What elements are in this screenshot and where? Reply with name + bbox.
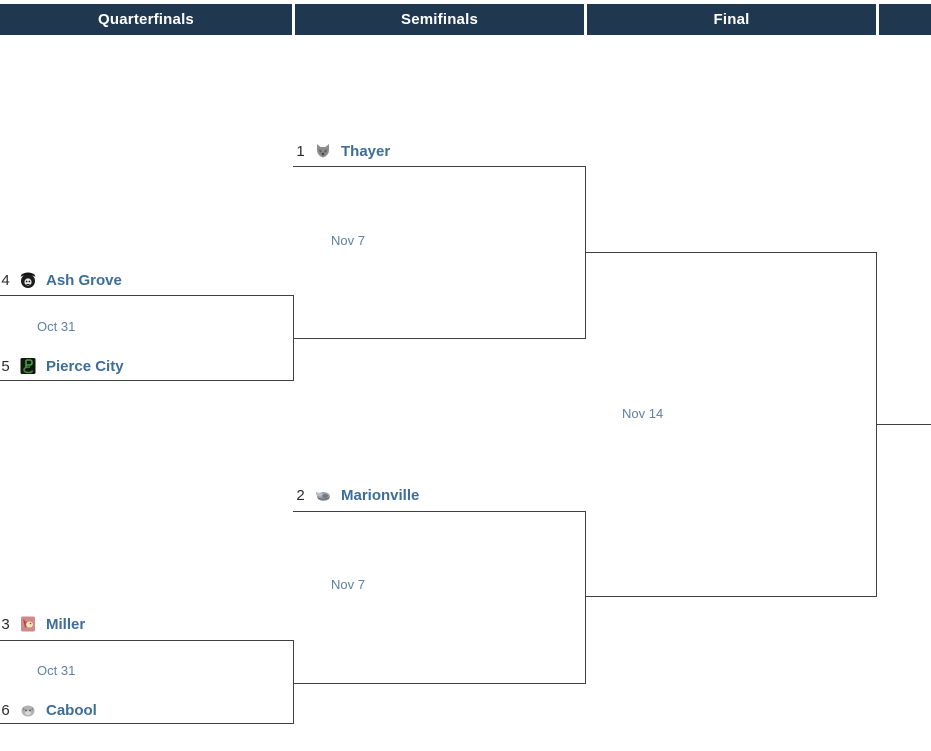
seed-number: 6: [1, 701, 10, 719]
final-winner-line: [876, 424, 931, 425]
qf2-game-date-link[interactable]: Oct 31: [37, 663, 76, 678]
sf1-game-date-link[interactable]: Nov 7: [331, 233, 365, 248]
qf2-right-line: [293, 640, 294, 724]
team-row-thayer[interactable]: 1 Thayer: [296, 141, 390, 161]
sf1-winner-connector: [585, 252, 877, 253]
team-row-cabool[interactable]: 6 Cabool: [1, 700, 97, 720]
round-header-quarterfinals: Quarterfinals: [0, 4, 292, 35]
seed-number: 4: [1, 271, 10, 289]
team-link-marionville[interactable]: Marionville: [341, 486, 420, 504]
team-link-miller[interactable]: Miller: [46, 615, 86, 633]
sf2-winner-connector: [585, 596, 877, 597]
qf1-top-line: [0, 295, 294, 296]
team-row-miller[interactable]: 3 Miller: [1, 614, 85, 634]
seed-number: 2: [296, 486, 305, 504]
team-row-ash-grove[interactable]: 4 Ash Grove: [1, 270, 122, 290]
team-link-pierce-city[interactable]: Pierce City: [46, 357, 124, 375]
sf1-top-line: [293, 166, 586, 167]
round-header-final: Final: [587, 4, 876, 35]
sf2-game-date-link[interactable]: Nov 7: [331, 577, 365, 592]
team-row-pierce-city[interactable]: 5 Pierce City: [1, 356, 124, 376]
team-row-marionville[interactable]: 2 Marionville: [296, 485, 419, 505]
seed-number: 3: [1, 615, 10, 633]
comet-silver-logo-icon: [314, 486, 332, 504]
cardinal-red-logo-icon: [19, 615, 37, 633]
green-emblem-logo-icon: [19, 357, 37, 375]
seed-number: 1: [296, 142, 305, 160]
sf2-bottom-line: [293, 683, 586, 684]
sf2-top-line: [293, 511, 586, 512]
qf2-bottom-line: [0, 723, 294, 724]
round-header-semifinals: Semifinals: [295, 4, 584, 35]
seed-number: 5: [1, 357, 10, 375]
round-header-champion: [879, 4, 931, 35]
sf2-right-line: [585, 511, 586, 684]
sf1-bottom-line: [293, 338, 586, 339]
team-link-ash-grove[interactable]: Ash Grove: [46, 271, 122, 289]
pirates-black-logo-icon: [19, 271, 37, 289]
final-game-date-link[interactable]: Nov 14: [622, 406, 664, 421]
team-link-cabool[interactable]: Cabool: [46, 701, 97, 719]
bulldog-gray-logo-icon: [19, 701, 37, 719]
qf1-bottom-line: [0, 380, 294, 381]
team-link-thayer[interactable]: Thayer: [341, 142, 391, 160]
qf2-top-line: [0, 640, 294, 641]
qf1-game-date-link[interactable]: Oct 31: [37, 319, 76, 334]
wolf-gray-logo-icon: [314, 142, 332, 160]
